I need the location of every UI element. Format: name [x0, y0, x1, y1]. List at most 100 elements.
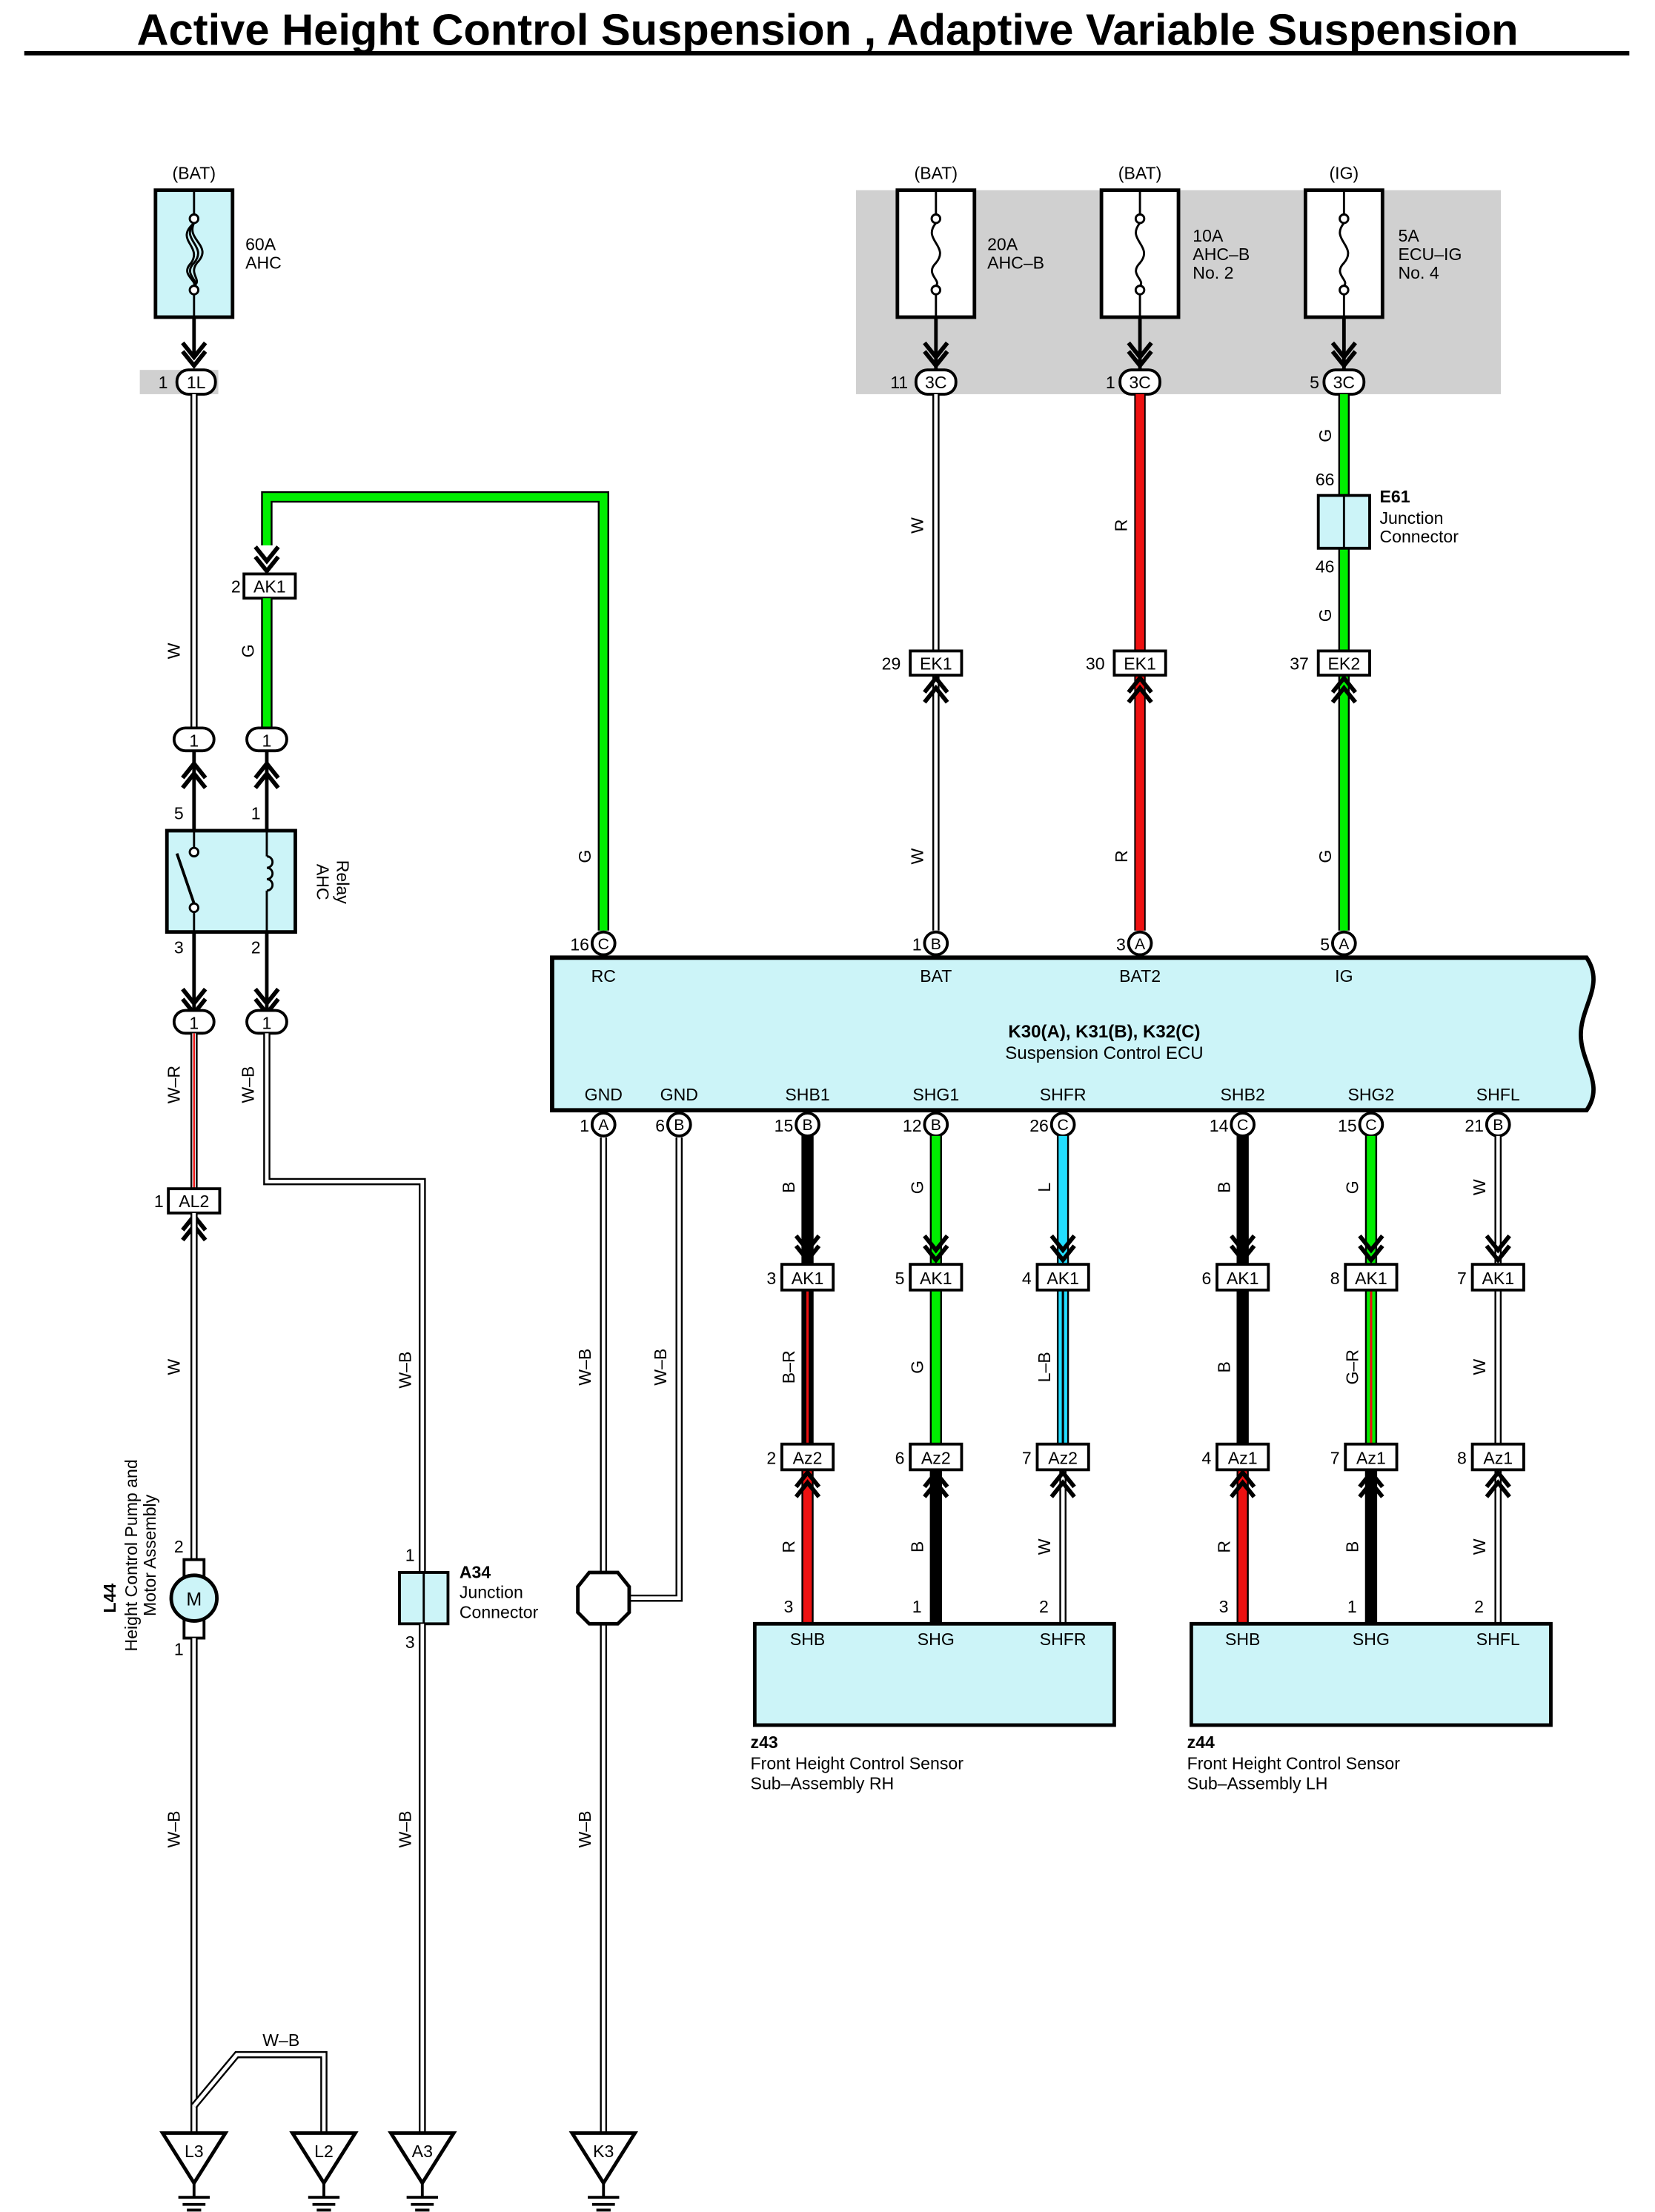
- svg-text:G–R: G–R: [1343, 1349, 1362, 1384]
- motor-l44: 2 M 1 L44 Height Control Pump and Motor …: [100, 1459, 219, 1659]
- svg-text:AL2: AL2: [179, 1192, 209, 1211]
- svg-text:z44: z44: [1187, 1733, 1215, 1752]
- arrow-down-icon: [1330, 341, 1358, 370]
- arrow-down-icon: [181, 341, 208, 370]
- ecu-ids: K30(A), K31(B), K32(C): [1008, 1022, 1200, 1042]
- svg-text:A: A: [1339, 936, 1350, 953]
- wire-w-b-motor: W–B W–B: [165, 1638, 328, 2133]
- svg-text:(BAT): (BAT): [915, 163, 958, 182]
- svg-text:L44: L44: [100, 1584, 119, 1613]
- arrow-up-icon: [1358, 1469, 1384, 1498]
- svg-text:5: 5: [1320, 935, 1330, 954]
- svg-text:15: 15: [1338, 1116, 1357, 1135]
- arrow-down-icon: [923, 1234, 949, 1264]
- svg-text:W: W: [1470, 1359, 1489, 1375]
- ecu-name: Suspension Control ECU: [1005, 1043, 1203, 1063]
- svg-text:SHFR: SHFR: [1040, 1085, 1087, 1104]
- connector-1L: 1 1L: [159, 368, 217, 396]
- svg-text:GND: GND: [585, 1085, 623, 1104]
- svg-text:C: C: [1365, 1117, 1376, 1134]
- wire-g-rc: G: [261, 491, 609, 931]
- svg-text:W: W: [1035, 1538, 1054, 1555]
- svg-text:G: G: [239, 644, 258, 657]
- arrow-down-icon: [794, 1234, 821, 1264]
- svg-text:W–B: W–B: [395, 1810, 414, 1847]
- svg-text:3C: 3C: [1129, 373, 1151, 392]
- svg-text:AK1: AK1: [1355, 1269, 1387, 1288]
- svg-text:AK1: AK1: [1227, 1269, 1259, 1288]
- svg-text:W–R: W–R: [165, 1066, 184, 1103]
- fuse-name: AHC: [245, 253, 282, 273]
- arrow-down-icon: [253, 545, 280, 575]
- svg-text:1: 1: [912, 1597, 922, 1616]
- svg-text:SHB: SHB: [790, 1630, 825, 1649]
- svg-text:EK1: EK1: [920, 654, 952, 673]
- svg-text:4: 4: [1022, 1269, 1032, 1288]
- svg-text:3: 3: [783, 1597, 793, 1616]
- splice-point: [576, 1570, 631, 1626]
- svg-text:B: B: [1214, 1182, 1233, 1193]
- svg-text:5: 5: [895, 1269, 905, 1288]
- svg-text:1: 1: [189, 1014, 199, 1033]
- svg-text:2: 2: [251, 938, 261, 957]
- connector-3C-5: 5 3C: [1310, 368, 1366, 396]
- svg-text:1: 1: [405, 1546, 415, 1565]
- svg-text:1: 1: [580, 1116, 589, 1135]
- svg-text:A3: A3: [412, 2142, 433, 2161]
- svg-text:14: 14: [1210, 1116, 1229, 1135]
- svg-text:SHG2: SHG2: [1347, 1085, 1394, 1104]
- arrow-up-icon: [923, 674, 949, 704]
- svg-text:1: 1: [159, 373, 168, 392]
- fuse-source-label: (BAT): [173, 163, 216, 182]
- svg-text:3: 3: [1116, 935, 1126, 954]
- arrow-up-icon: [923, 1469, 949, 1498]
- connector-EK1-30: 30 EK1: [1086, 649, 1167, 677]
- svg-text:6: 6: [655, 1116, 665, 1135]
- svg-text:RC: RC: [591, 966, 616, 986]
- svg-text:EK2: EK2: [1328, 654, 1361, 673]
- svg-text:AHC–B: AHC–B: [1193, 245, 1250, 264]
- fuse-60a-ahc: (BAT) 60A AHC: [153, 163, 282, 319]
- svg-text:M: M: [186, 1589, 202, 1610]
- svg-text:C: C: [1057, 1117, 1068, 1134]
- svg-text:B: B: [1343, 1541, 1362, 1552]
- svg-text:W–B: W–B: [165, 1810, 184, 1847]
- svg-text:B: B: [907, 1541, 926, 1552]
- svg-text:A34: A34: [460, 1563, 491, 1582]
- svg-text:Front Height Control Sensor: Front Height Control Sensor: [1187, 1754, 1401, 1773]
- svg-text:L: L: [1035, 1183, 1054, 1192]
- arrow-down-icon: [1127, 341, 1153, 370]
- svg-text:1: 1: [174, 1640, 184, 1659]
- svg-text:3: 3: [1219, 1597, 1229, 1616]
- svg-text:SHG: SHG: [918, 1630, 955, 1649]
- svg-text:G: G: [907, 1361, 926, 1374]
- svg-text:G: G: [1316, 608, 1335, 622]
- svg-text:R: R: [779, 1541, 798, 1553]
- connector-EK1-29: 29 EK1: [882, 649, 964, 677]
- svg-text:No. 4: No. 4: [1399, 263, 1439, 282]
- svg-text:AK1: AK1: [1482, 1269, 1514, 1288]
- ground-a3-icon: A3: [388, 2131, 457, 2212]
- svg-text:B: B: [931, 1117, 941, 1134]
- svg-text:(IG): (IG): [1329, 163, 1359, 182]
- svg-text:B: B: [931, 936, 941, 953]
- svg-text:AK1: AK1: [792, 1269, 824, 1288]
- svg-text:1: 1: [1347, 1597, 1357, 1616]
- svg-text:(BAT): (BAT): [1118, 163, 1162, 182]
- relay-plug-bottom-left: 1: [172, 1009, 216, 1035]
- svg-text:46: 46: [1316, 557, 1335, 577]
- svg-text:1: 1: [154, 1192, 164, 1211]
- connector-3C-11: 11 3C: [890, 368, 958, 396]
